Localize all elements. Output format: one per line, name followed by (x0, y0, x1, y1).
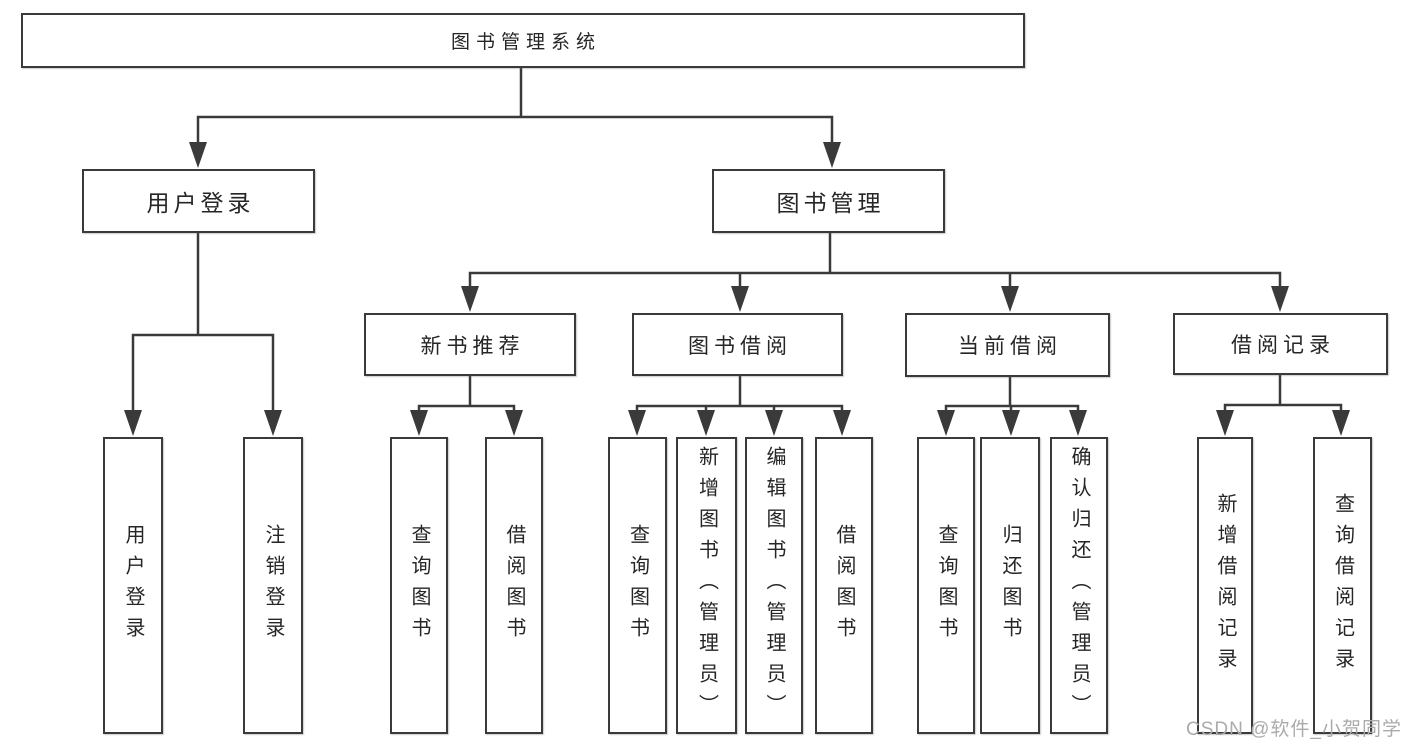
leaf-query-books-recommend: 查询图书 (390, 437, 448, 734)
node-label: 查询借阅记录 (1331, 492, 1354, 679)
node-label: 确认归还（管理员） (1068, 446, 1090, 725)
node-label: 借阅图书 (503, 523, 525, 648)
leaf-query-books-borrowing: 查询图书 (608, 437, 667, 734)
node-user-login: 用户登录 (82, 169, 315, 233)
leaf-logout: 注销登录 (243, 437, 303, 734)
leaf-add-books-admin: 新增图书（管理员） (676, 437, 737, 734)
leaf-query-borrow-record: 查询借阅记录 (1313, 437, 1372, 734)
node-label: 查询图书 (935, 523, 957, 648)
node-label: 注销登录 (262, 523, 284, 648)
node-label: 借阅图书 (833, 523, 855, 648)
csdn-watermark: CSDN @软件_小贺同学 (1186, 719, 1402, 740)
node-label: 编辑图书（管理员） (763, 446, 785, 725)
leaf-borrow-books-borrowing: 借阅图书 (815, 437, 873, 734)
node-book-management: 图书管理 (712, 169, 945, 233)
leaf-edit-books-admin: 编辑图书（管理员） (745, 437, 803, 734)
node-new-book-recommendation: 新书推荐 (364, 313, 576, 376)
leaf-return-books: 归还图书 (980, 437, 1040, 734)
node-book-borrowing: 图书借阅 (632, 313, 843, 376)
node-label: 图书管理系统 (450, 32, 601, 53)
node-label: 新增借阅记录 (1214, 492, 1236, 679)
node-label: 归还图书 (999, 523, 1021, 648)
node-library-management-system: 图书管理系统 (21, 13, 1025, 68)
leaf-add-borrow-record: 新增借阅记录 (1197, 437, 1253, 734)
leaf-confirm-return-admin: 确认归还（管理员） (1050, 437, 1108, 734)
node-label: 新书推荐 (420, 334, 525, 358)
node-label: 借阅记录 (1231, 334, 1335, 357)
node-label: 图书管理 (776, 190, 885, 216)
node-label: 用户登录 (146, 190, 255, 216)
leaf-borrow-books-recommend: 借阅图书 (485, 437, 543, 734)
node-label: 新增图书（管理员） (695, 446, 718, 725)
leaf-query-books-current: 查询图书 (917, 437, 975, 734)
node-label: 用户登录 (122, 523, 144, 648)
node-label: 查询图书 (626, 523, 649, 648)
node-borrowing-records: 借阅记录 (1173, 313, 1388, 375)
node-current-borrowing: 当前借阅 (905, 313, 1110, 377)
node-label: 当前借阅 (958, 335, 1062, 358)
node-label: 图书借阅 (688, 334, 792, 358)
node-label: 查询图书 (408, 523, 430, 648)
leaf-user-login: 用户登录 (103, 437, 163, 734)
